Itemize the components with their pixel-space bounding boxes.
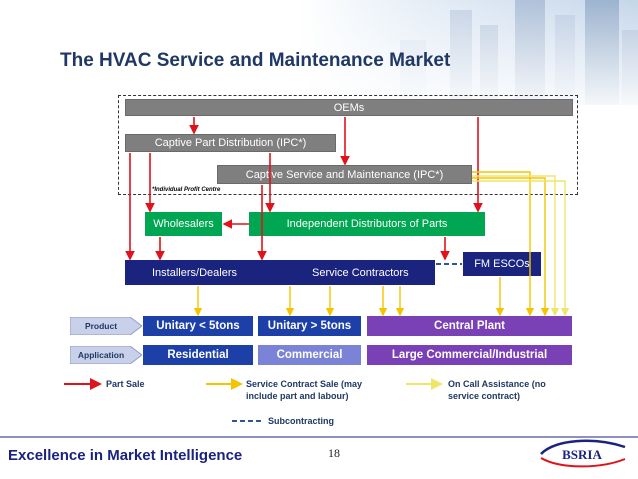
- product-central-plant: Central Plant: [367, 316, 572, 336]
- product-unitary-small-label: Unitary < 5tons: [156, 320, 240, 332]
- application-residential-label: Residential: [167, 349, 229, 361]
- fm-escos-box: FM ESCOs: [463, 252, 541, 276]
- wholesalers-label: Wholesalers: [153, 218, 214, 230]
- product-unitary-small: Unitary < 5tons: [143, 316, 253, 336]
- yellow-captive-service-to-right: [472, 177, 550, 317]
- legend-subcontracting-label: Subcontracting: [268, 416, 335, 426]
- legend-service-contract-label: Service Contract Sale (may include part …: [246, 379, 363, 401]
- application-row-label: [70, 346, 142, 364]
- service-contractors-label: Service Contractors: [312, 266, 409, 279]
- captive-service-maintenance-label: Captive Service and Maintenance (IPC*): [245, 168, 444, 181]
- oem-group-outline: [118, 95, 578, 195]
- application-commercial-label: Commercial: [276, 349, 343, 361]
- legend-on-call-label: On Call Assistance (no service contract): [448, 379, 546, 401]
- bsria-logo: BSRIA: [540, 439, 626, 468]
- application-label: Application: [77, 350, 125, 360]
- captive-part-distribution-box: Captive Part Distribution (IPC*): [125, 134, 336, 152]
- application-commercial: Commercial: [258, 345, 361, 365]
- application-residential: Residential: [143, 345, 253, 365]
- legend-part-sale-label: Part Sale: [106, 379, 145, 389]
- oems-box: OEMs: [125, 99, 573, 116]
- application-large-commercial-label: Large Commercial/Industrial: [391, 349, 548, 361]
- wholesalers-box: Wholesalers: [145, 212, 222, 236]
- svg-text:BSRIA: BSRIA: [562, 447, 602, 462]
- page-number: 18: [328, 446, 340, 460]
- ipc-footnote: *Individual Profit Centre: [152, 187, 221, 193]
- application-large-commercial: Large Commercial/Industrial: [367, 345, 572, 365]
- independent-distributors-label: Independent Distributors of Parts: [286, 218, 448, 230]
- installers-dealers-label: Installers/Dealers: [152, 266, 237, 279]
- product-central-plant-label: Central Plant: [434, 320, 505, 332]
- captive-part-distribution-label: Captive Part Distribution (IPC*): [154, 137, 307, 149]
- oems-label: OEMs: [333, 101, 365, 114]
- page-title: The HVAC Service and Maintenance Market: [60, 50, 451, 71]
- product-unitary-large-label: Unitary > 5tons: [267, 320, 352, 332]
- lightyellow-oncall-1: [472, 175, 560, 317]
- product-row-label: [70, 317, 142, 335]
- city-skyline-image: [300, 0, 638, 105]
- captive-service-maintenance-box: Captive Service and Maintenance (IPC*): [217, 165, 472, 184]
- independent-distributors-box: Independent Distributors of Parts: [249, 212, 485, 236]
- lightyellow-oncall-2: [472, 180, 570, 317]
- installers-service-contractors-bar: Installers/Dealers Service Contractors: [125, 260, 435, 285]
- fm-escos-label: FM ESCOs: [474, 258, 530, 270]
- product-label: Product: [84, 321, 118, 331]
- footer-tagline: Excellence in Market Intelligence: [8, 447, 243, 464]
- product-unitary-large: Unitary > 5tons: [258, 316, 361, 336]
